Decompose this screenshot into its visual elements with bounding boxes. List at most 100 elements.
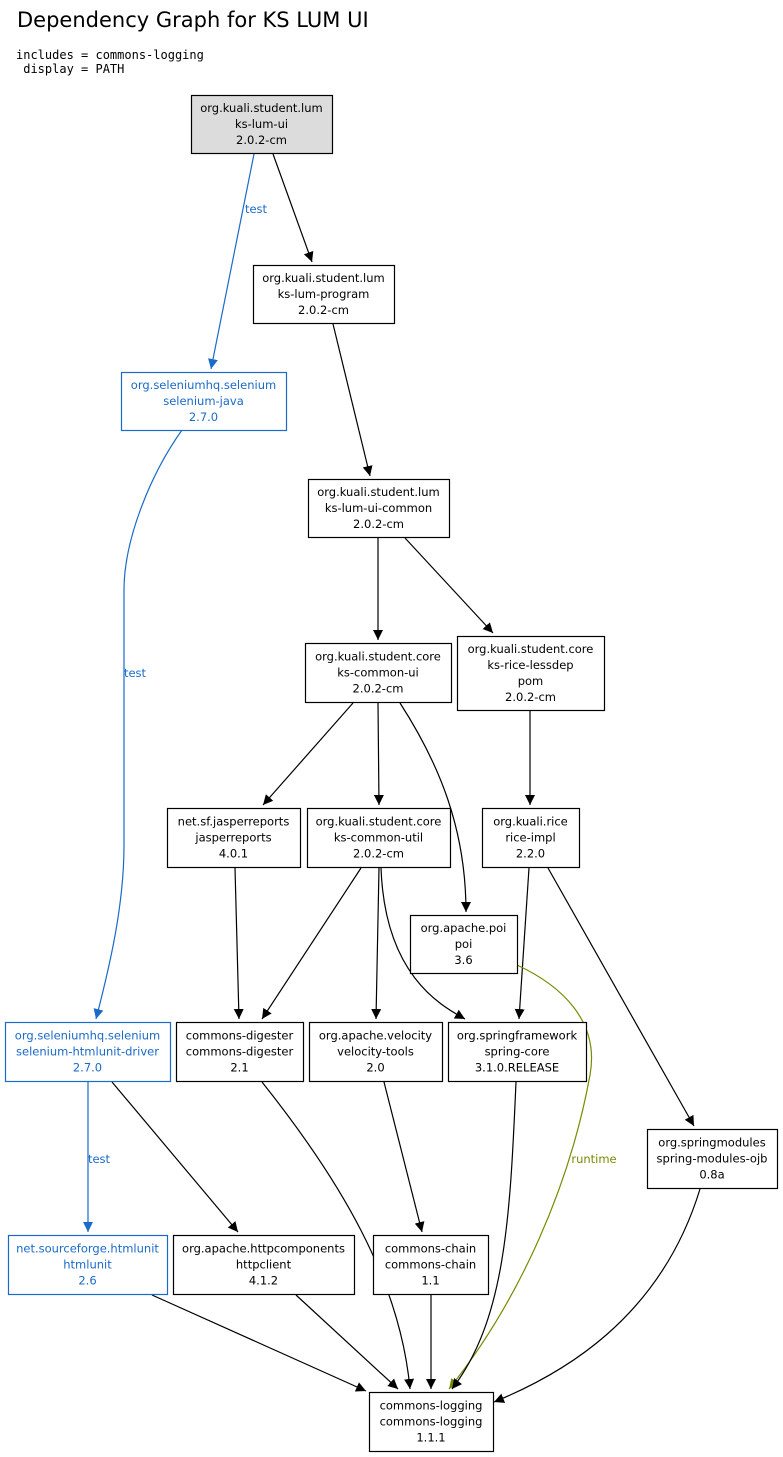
- node-line-ks-common-ui-1: ks-common-ui: [337, 666, 419, 680]
- node-line-rice-impl-0: org.kuali.rice: [493, 815, 568, 829]
- edge-ks-common-ui-to-jasperreports: [262, 702, 354, 806]
- edge-ks-common-ui-to-ks-common-util: [373, 702, 384, 806]
- node-line-commons-chain-1: commons-chain: [385, 1258, 476, 1272]
- node-box-selenium-java: [120, 371, 288, 432]
- node-ks-lum-ui-common: org.kuali.student.lumks-lum-ui-common2.0…: [307, 478, 451, 539]
- node-line-ks-lum-ui-0: org.kuali.student.lum: [200, 101, 323, 115]
- edge-poi-to-commons-logging: [448, 964, 593, 1390]
- node-line-ks-rice-lessdep-2: pom: [518, 674, 544, 688]
- node-box-spring-modules-ojb: [646, 1128, 779, 1190]
- node-box-htmlunit: [7, 1234, 169, 1296]
- node-line-selenium-java-1: selenium-java: [163, 394, 244, 408]
- edge-ks-lum-ui-common-to-ks-rice-lessdep: [404, 537, 494, 634]
- node-line-httpclient-2: 4.1.2: [249, 1274, 278, 1288]
- node-ks-common-ui: org.kuali.student.core ks-common-ui 2.0.2-…: [304, 642, 453, 704]
- node-line-ks-common-util-2: 2.0.2-cm: [353, 847, 404, 861]
- node-line-httpclient-1: httpclient: [236, 1258, 292, 1272]
- node-line-ks-lum-ui-common-1: ks-lum-ui-common: [325, 501, 432, 515]
- node-line-spring-core-2: 3.1.0.RELEASE: [475, 1061, 559, 1075]
- edge-rice-impl-to-spring-core: [514, 867, 530, 1020]
- node-line-htmlunit-0: net.sourceforge.htmlunit: [16, 1242, 159, 1256]
- node-line-commons-chain-2: 1.1: [421, 1274, 439, 1288]
- params-includes: includes = commons-logging: [16, 48, 204, 62]
- node-selenium-java: org.seleniumhq.selenium selenium-java 2.7.…: [120, 371, 288, 432]
- node-line-ks-common-ui-2: 2.0.2-cm: [353, 682, 404, 696]
- node-line-commons-digester-0: commons-digester: [186, 1029, 294, 1043]
- node-line-commons-logging-2: 1.1.1: [416, 1431, 445, 1445]
- edge-velocity-tools-to-commons-chain: [383, 1081, 425, 1233]
- edge-selenium-java-to-selenium-htmlunit-driver: [93, 429, 183, 1020]
- node-line-poi-0: org.apache.poi: [421, 921, 507, 935]
- edge-htmlunit-to-commons-logging: [151, 1294, 367, 1392]
- node-box-ks-lum-ui: [190, 94, 334, 155]
- edge-commons-digester-to-commons-logging: [261, 1081, 415, 1390]
- node-line-selenium-java-0: org.seleniumhq.selenium: [131, 378, 276, 392]
- node-line-commons-digester-1: commons-digester: [186, 1045, 294, 1059]
- node-line-ks-lum-ui-common-0: org.kuali.student.lum: [317, 485, 440, 499]
- node-ks-lum-program: org.kuali.student.lumks-lum-program2.0.2…: [252, 264, 396, 325]
- node-line-ks-rice-lessdep-0: org.kuali.student.core: [468, 642, 594, 656]
- node-box-rice-impl: [481, 807, 581, 869]
- edge-label-ks-lum-ui-to-selenium-java: test: [245, 202, 268, 216]
- edge-selenium-htmlunit-driver-to-httpclient: [111, 1081, 239, 1233]
- node-line-commons-logging-0: commons-logging: [380, 1399, 483, 1413]
- node-box-commons-logging: [368, 1391, 495, 1453]
- node-line-rice-impl-2: 2.2.0: [516, 847, 545, 861]
- graph-params: includes = commons-logging display = PAT…: [16, 48, 204, 76]
- node-box-selenium-htmlunit-driver: [4, 1021, 172, 1083]
- node-box-ks-common-ui: [304, 642, 453, 704]
- node-ks-common-util: org.kuali.student.coreks-common-util2.0.…: [306, 807, 452, 869]
- edge-spring-core-to-commons-logging: [451, 1081, 517, 1390]
- node-box-commons-chain: [372, 1234, 490, 1296]
- params-display: display = PATH: [16, 62, 125, 76]
- node-line-ks-common-ui-0: org.kuali.student.core: [315, 650, 441, 664]
- node-line-spring-modules-ojb-0: org.springmodules: [658, 1136, 765, 1150]
- node-line-velocity-tools-0: org.apache.velocity: [319, 1029, 432, 1043]
- node-box-ks-common-util: [306, 807, 452, 869]
- node-line-ks-rice-lessdep-1: ks-rice-lessdep: [487, 658, 573, 672]
- node-line-spring-modules-ojb-1: spring-modules-ojb: [657, 1152, 768, 1166]
- nodes-layer: org.kuali.student.lumks-lum-ui2.0.2-cmor…: [4, 94, 779, 1453]
- node-line-ks-lum-ui-1: ks-lum-ui: [235, 117, 288, 131]
- node-box-velocity-tools: [308, 1021, 444, 1083]
- node-line-poi-2: 3.6: [454, 953, 472, 967]
- graph-title: Dependency Graph for KS LUM UI: [17, 8, 369, 32]
- node-line-ks-lum-program-1: ks-lum-program: [278, 287, 370, 301]
- node-selenium-htmlunit-driver: org.seleniumhq.seleniumselenium-htmlunit…: [4, 1021, 172, 1083]
- edge-ks-lum-program-to-ks-lum-ui-common: [332, 323, 373, 477]
- node-line-htmlunit-1: htmlunit: [63, 1258, 112, 1272]
- node-line-jasperreports-2: 4.0.1: [219, 847, 248, 861]
- node-poi: org.apache.poi poi 3.6: [409, 914, 519, 975]
- edge-httpclient-to-commons-logging: [295, 1294, 399, 1390]
- node-line-htmlunit-2: 2.6: [78, 1274, 96, 1288]
- node-line-ks-common-util-1: ks-common-util: [334, 831, 423, 845]
- node-line-spring-modules-ojb-2: 0.8a: [699, 1168, 724, 1182]
- node-box-spring-core: [447, 1021, 588, 1083]
- node-ks-rice-lessdep: org.kuali.student.core ks-rice-lessdep pom…: [456, 635, 606, 712]
- node-box-poi: [409, 914, 519, 975]
- node-line-selenium-htmlunit-driver-1: selenium-htmlunit-driver: [16, 1045, 159, 1059]
- node-box-ks-rice-lessdep: [456, 635, 606, 712]
- node-line-selenium-java-2: 2.7.0: [189, 410, 218, 424]
- node-htmlunit: net.sourceforge.htmlunit htmlunit 2.6: [7, 1234, 169, 1296]
- edge-spring-modules-ojb-to-commons-logging: [493, 1188, 701, 1403]
- node-line-velocity-tools-2: 2.0: [366, 1061, 384, 1075]
- edge-label-poi-to-commons-logging: runtime: [571, 1152, 616, 1166]
- edge-ks-common-ui-to-poi: [399, 702, 471, 913]
- edge-ks-common-util-to-spring-core: [380, 867, 466, 1020]
- node-spring-modules-ojb: org.springmodules spring-modules-ojb 0.8a: [646, 1128, 779, 1190]
- edge-ks-lum-ui-to-selenium-java: [208, 153, 255, 370]
- node-line-velocity-tools-1: velocity-tools: [337, 1045, 414, 1059]
- node-box-jasperreports: [166, 807, 302, 869]
- node-velocity-tools: org.apache.velocity velocity-tools 2.0: [308, 1021, 444, 1083]
- node-line-poi-1: poi: [455, 937, 473, 951]
- edge-jasperreports-to-commons-digester: [233, 867, 244, 1020]
